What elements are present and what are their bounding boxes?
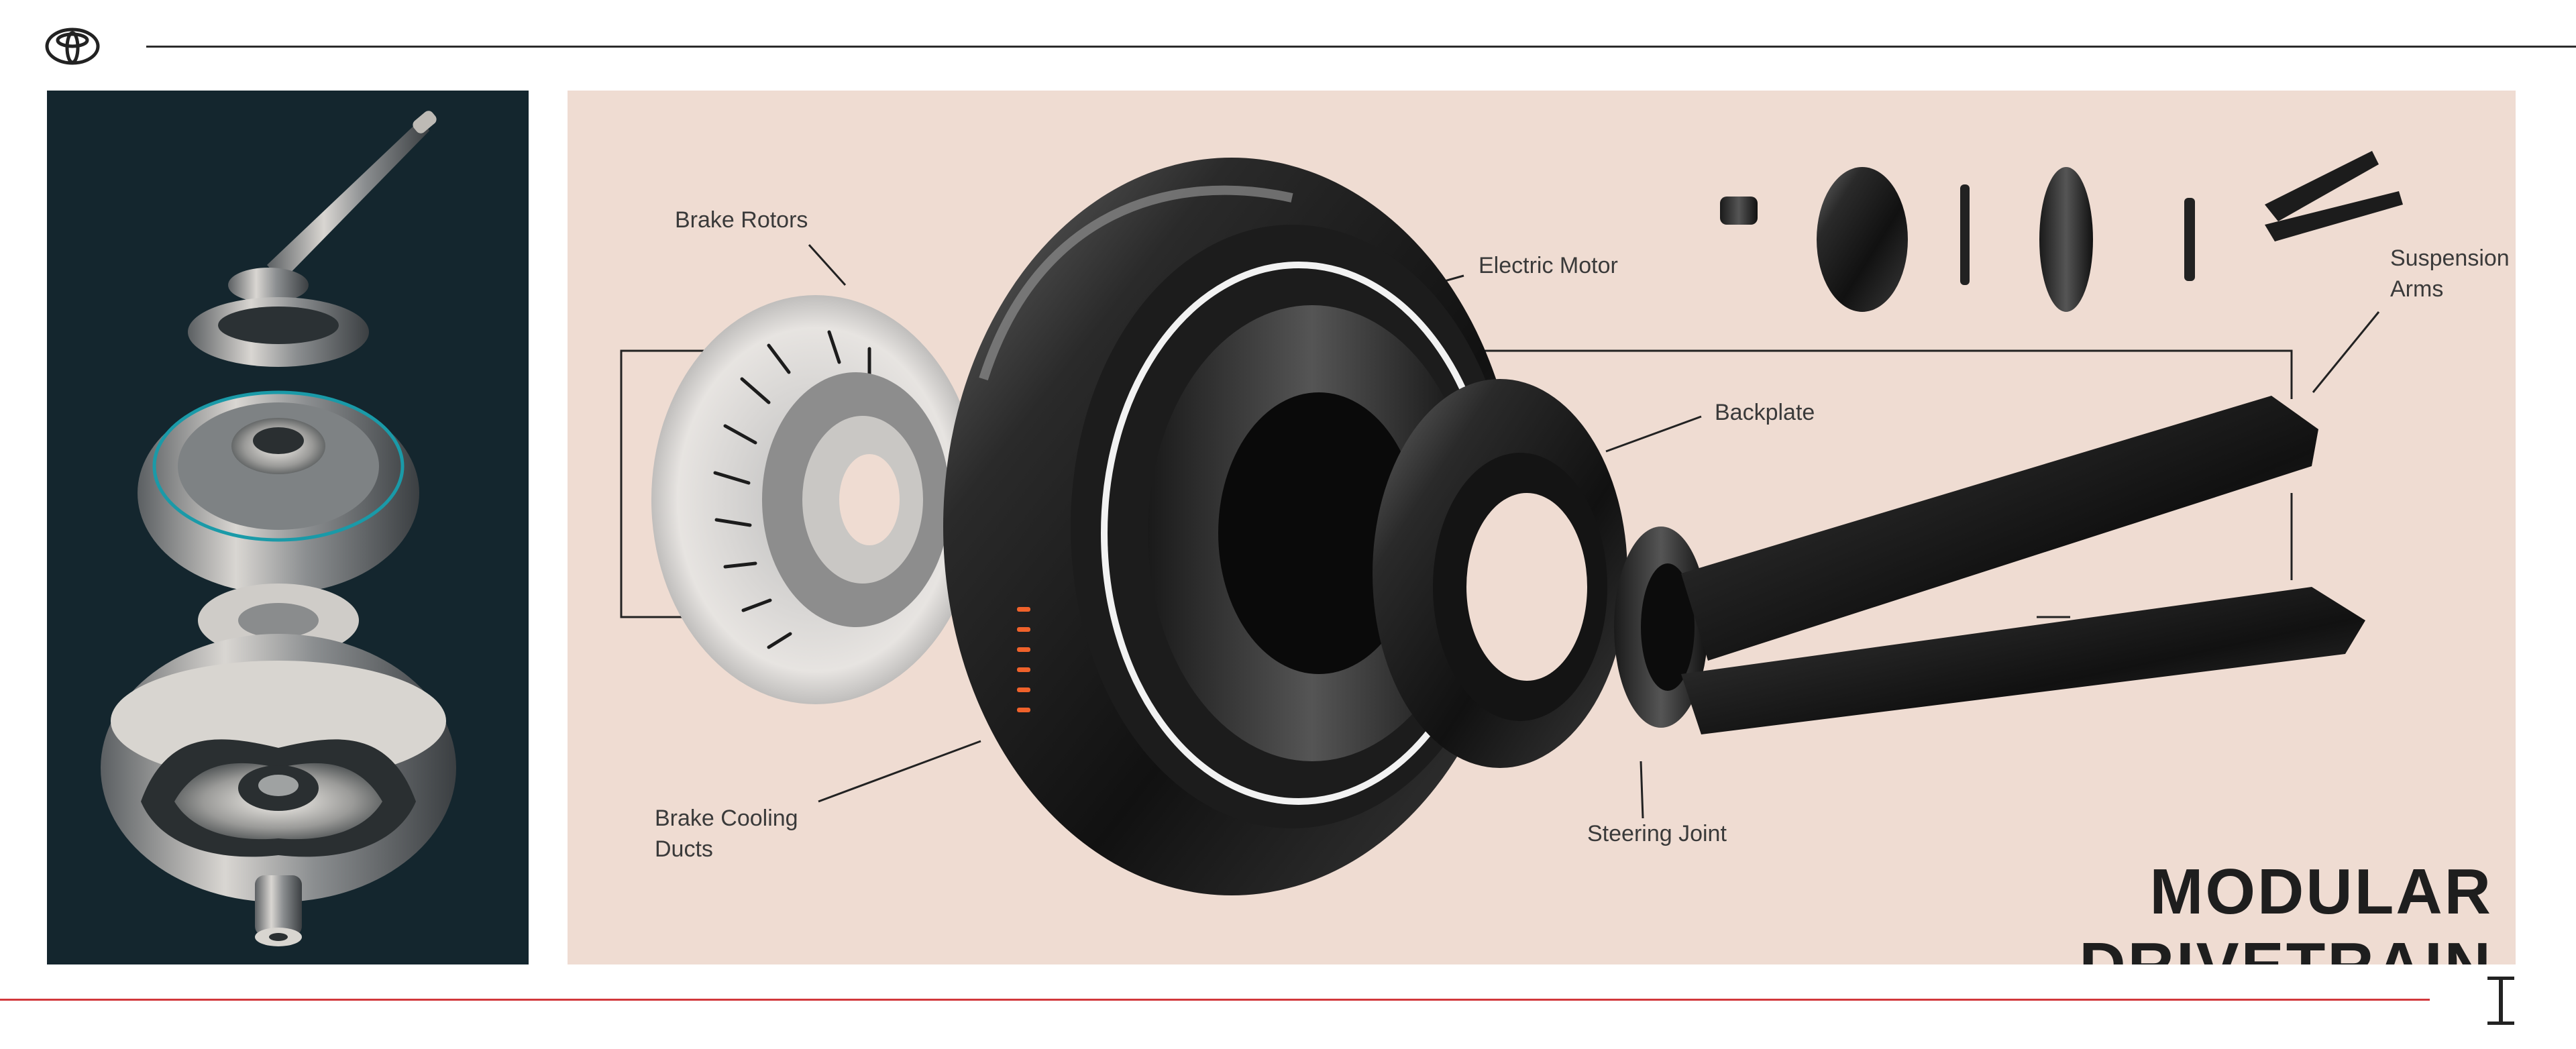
brake-rotors-label: Brake Rotors [675, 207, 808, 233]
exploded-view-render: Brake Rotors Electric Motor Backplate Su… [568, 91, 2516, 964]
drivetrain-illustration [620, 151, 2403, 895]
page-title: MODULAR DRIVETRAIN [2079, 856, 2493, 964]
electric-motor-label: Electric Motor [1479, 253, 1618, 278]
steering-joint-label: Steering Joint [1587, 821, 1727, 846]
suspension-arms-label: Suspension Arms [2390, 245, 2510, 302]
header-rule [146, 46, 2576, 48]
i-beam-mark-icon [2487, 977, 2514, 1025]
backplate-label: Backplate [1715, 400, 1815, 425]
vertical-exploded-render [47, 91, 529, 964]
footer-rule [0, 999, 2430, 1001]
vertical-render-illustration [101, 111, 456, 946]
toyota-emblem-icon [45, 27, 100, 65]
brake-cooling-ducts-label: Brake Cooling Ducts [655, 806, 798, 862]
